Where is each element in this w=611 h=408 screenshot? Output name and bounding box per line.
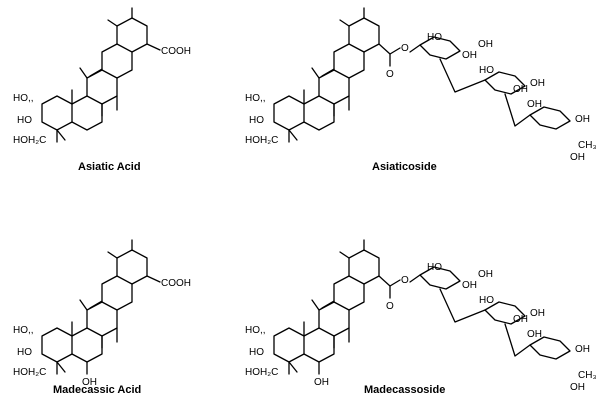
ester-o-label: O	[401, 43, 409, 54]
caption-madecassic-acid: Madecassic Acid	[53, 384, 141, 396]
madecassic-acid-structure: COOH HO,, HO HOH₂C OH	[13, 239, 191, 388]
sugar2-ho: HO	[479, 65, 494, 76]
hydroxyl-2-label: HO,,	[13, 93, 34, 104]
sugar3-ch3: CH₃	[578, 140, 597, 151]
ester-o-label: O	[401, 275, 409, 286]
sugar3-oh-a: OH	[527, 99, 542, 110]
caption-madecassoside: Madecassoside	[364, 384, 445, 396]
sugar2-oh-b: OH	[530, 308, 545, 319]
asiatic-acid-structure: COOH HO,, HO HOH₂C	[13, 7, 191, 146]
hydroxymethyl-label: HOH₂C	[245, 367, 278, 378]
sugar1-oh-a: OH	[462, 50, 477, 61]
sugar1-ho: HO	[427, 262, 442, 273]
hydroxyl-6-label: OH	[314, 377, 329, 388]
madecassoside-structure: O O HO,, HO HOH₂C OH	[245, 239, 409, 388]
carboxyl-label: COOH	[161, 46, 191, 57]
sugar3-oh-c: OH	[570, 382, 585, 393]
sugar1-oh-b: OH	[478, 39, 493, 50]
carbonyl-o-label: O	[386, 301, 394, 312]
sugar1-oh-b: OH	[478, 269, 493, 280]
hydroxyl-3-label: HO	[17, 115, 32, 126]
sugar1-ho: HO	[427, 32, 442, 43]
hydroxyl-2-label: HO,,	[245, 325, 266, 336]
hydroxyl-2-label: HO,,	[245, 93, 266, 104]
sugar1-oh-a: OH	[462, 280, 477, 291]
hydroxymethyl-label: HOH₂C	[13, 135, 46, 146]
madecassoside-sugar-chain: HO OH OH HO OH OH OH OH CH₃ OH	[409, 262, 597, 393]
sugar3-oh-a: OH	[527, 329, 542, 340]
sugar2-oh-b: OH	[530, 78, 545, 89]
sugar3-oh-b: OH	[575, 114, 590, 125]
hydroxyl-3-label: HO	[17, 347, 32, 358]
sugar2-oh-a: OH	[513, 314, 528, 325]
hydroxyl-6-label: OH	[82, 377, 97, 388]
sugar3-oh-c: OH	[570, 152, 585, 163]
sugar2-ho: HO	[479, 295, 494, 306]
hydroxyl-3-label: HO	[249, 347, 264, 358]
carbonyl-o-label: O	[386, 69, 394, 80]
carboxyl-label: COOH	[161, 278, 191, 289]
sugar3-oh-b: OH	[575, 344, 590, 355]
hydroxyl-3-label: HO	[249, 115, 264, 126]
caption-asiatic-acid: Asiatic Acid	[78, 161, 141, 173]
caption-asiaticoside: Asiaticoside	[372, 161, 437, 173]
asiaticoside-structure: O O HO,, HO HOH₂C	[245, 7, 409, 146]
hydroxymethyl-label: HOH₂C	[245, 135, 278, 146]
asiaticoside-sugar-chain: HO OH OH HO OH OH OH OH CH₃ OH	[409, 32, 597, 163]
hydroxyl-2-label: HO,,	[13, 325, 34, 336]
hydroxymethyl-label: HOH₂C	[13, 367, 46, 378]
sugar3-ch3: CH₃	[578, 370, 597, 381]
sugar2-oh-a: OH	[513, 84, 528, 95]
